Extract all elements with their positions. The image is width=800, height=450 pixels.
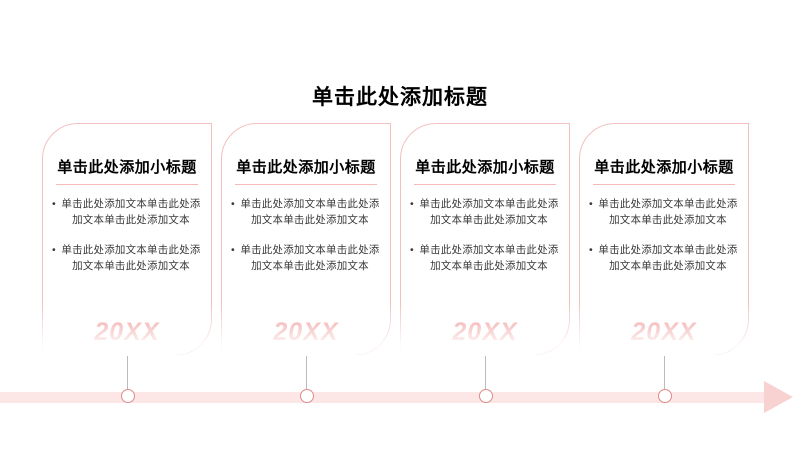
subtitle-underline	[235, 184, 377, 185]
bullet-dot: •	[52, 198, 56, 210]
bullet-item[interactable]: • 单击此处添加文本单击此处添加文本单击此处添加文本	[407, 242, 561, 275]
timeline-node	[300, 389, 314, 403]
bullet-dot: •	[589, 243, 593, 256]
bullet-dot: •	[410, 198, 414, 210]
bullet-dot: •	[410, 243, 414, 256]
timeline-connector	[127, 356, 128, 389]
bullet-list: • 单击此处添加文本单击此处添加文本单击此处添加文本 • 单击此处添加文本单击此…	[222, 196, 390, 274]
bullet-item[interactable]: • 单击此处添加文本单击此处添加文本单击此处添加文本	[228, 242, 382, 275]
bullet-text: 单击此处添加文本单击此处添加文本单击此处添加文本	[419, 198, 559, 227]
cards-row: 单击此处添加小标题 • 单击此处添加文本单击此处添加文本单击此处添加文本 • 单…	[42, 123, 749, 355]
card-year[interactable]: 20XX	[631, 318, 697, 346]
timeline-node	[658, 389, 672, 403]
bullet-dot: •	[589, 198, 593, 210]
bullet-item[interactable]: • 单击此处添加文本单击此处添加文本单击此处添加文本	[228, 196, 382, 229]
card-subtitle[interactable]: 单击此处添加小标题	[57, 159, 197, 176]
card-2[interactable]: 单击此处添加小标题 • 单击此处添加文本单击此处添加文本单击此处添加文本 • 单…	[221, 123, 391, 355]
bullet-text: 单击此处添加文本单击此处添加文本单击此处添加文本	[419, 243, 559, 272]
slide-title[interactable]: 单击此处添加标题	[312, 86, 488, 109]
card-3[interactable]: 单击此处添加小标题 • 单击此处添加文本单击此处添加文本单击此处添加文本 • 单…	[400, 123, 570, 355]
bullet-item[interactable]: • 单击此处添加文本单击此处添加文本单击此处添加文本	[407, 196, 561, 229]
subtitle-underline	[414, 184, 556, 185]
bullet-item[interactable]: • 单击此处添加文本单击此处添加文本单击此处添加文本	[586, 196, 740, 229]
timeline-connector	[485, 356, 486, 389]
subtitle-underline	[593, 184, 735, 185]
card-year[interactable]: 20XX	[452, 318, 518, 346]
bullet-item[interactable]: • 单击此处添加文本单击此处添加文本单击此处添加文本	[49, 196, 203, 229]
bullet-list: • 单击此处添加文本单击此处添加文本单击此处添加文本 • 单击此处添加文本单击此…	[580, 196, 748, 274]
bullet-dot: •	[231, 243, 235, 256]
bullet-item[interactable]: • 单击此处添加文本单击此处添加文本单击此处添加文本	[49, 242, 203, 275]
bullet-text: 单击此处添加文本单击此处添加文本单击此处添加文本	[598, 198, 738, 227]
bullet-text: 单击此处添加文本单击此处添加文本单击此处添加文本	[240, 198, 380, 227]
timeline-node	[479, 389, 493, 403]
timeline-arrowhead-icon	[764, 381, 793, 413]
card-4[interactable]: 单击此处添加小标题 • 单击此处添加文本单击此处添加文本单击此处添加文本 • 单…	[579, 123, 749, 355]
bullet-text: 单击此处添加文本单击此处添加文本单击此处添加文本	[61, 198, 201, 227]
bullet-text: 单击此处添加文本单击此处添加文本单击此处添加文本	[240, 243, 380, 272]
timeline-connector	[664, 356, 665, 389]
timeline-connector	[306, 356, 307, 389]
bullet-text: 单击此处添加文本单击此处添加文本单击此处添加文本	[61, 243, 201, 272]
card-year[interactable]: 20XX	[94, 318, 160, 346]
subtitle-underline	[56, 184, 198, 185]
card-subtitle[interactable]: 单击此处添加小标题	[415, 159, 555, 176]
bullet-dot: •	[231, 198, 235, 210]
bullet-text: 单击此处添加文本单击此处添加文本单击此处添加文本	[598, 243, 738, 272]
card-subtitle[interactable]: 单击此处添加小标题	[594, 159, 734, 176]
timeline-arrow-band	[0, 392, 766, 403]
timeline-node	[121, 389, 135, 403]
card-subtitle[interactable]: 单击此处添加小标题	[236, 159, 376, 176]
card-1[interactable]: 单击此处添加小标题 • 单击此处添加文本单击此处添加文本单击此处添加文本 • 单…	[42, 123, 212, 355]
card-year[interactable]: 20XX	[273, 318, 339, 346]
bullet-list: • 单击此处添加文本单击此处添加文本单击此处添加文本 • 单击此处添加文本单击此…	[401, 196, 569, 274]
bullet-list: • 单击此处添加文本单击此处添加文本单击此处添加文本 • 单击此处添加文本单击此…	[43, 196, 211, 274]
bullet-dot: •	[52, 243, 56, 256]
bullet-item[interactable]: • 单击此处添加文本单击此处添加文本单击此处添加文本	[586, 242, 740, 275]
